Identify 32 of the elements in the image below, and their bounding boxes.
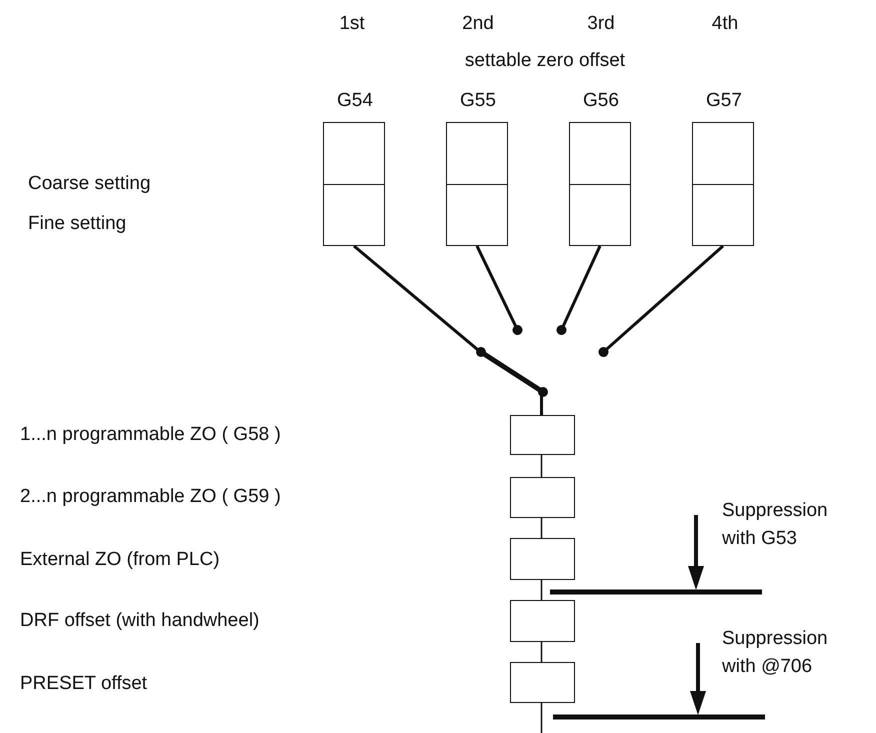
offset-label: External ZO (from PLC) [20, 548, 220, 571]
row-label: Coarse setting [28, 172, 151, 195]
switch-line [598, 244, 724, 357]
suppression-note: Suppression with @706 [722, 627, 829, 679]
connector-line [540, 518, 542, 538]
offset-box [510, 477, 575, 518]
offset-box [510, 415, 575, 455]
ordinal-label: 1st [339, 12, 365, 35]
ordinal-label: 4th [712, 12, 738, 35]
offset-label: 2...n programmable ZO ( G59 ) [20, 485, 281, 508]
offset-label: 1...n programmable ZO ( G58 ) [20, 423, 281, 446]
offset-box [510, 538, 575, 580]
offset-box [510, 600, 575, 642]
g-code-heading: G55 [459, 90, 497, 112]
connector-line [540, 580, 542, 600]
connector-line [540, 703, 542, 733]
connector-line [540, 455, 542, 477]
offset-box [510, 662, 575, 703]
group-caption: settable zero offset [464, 49, 626, 72]
connector-line [540, 642, 542, 662]
suppression-note: Suppression with G53 [722, 499, 829, 551]
offset-label: DRF offset (with handwheel) [20, 609, 260, 632]
g-code-heading: G54 [336, 90, 374, 112]
switch-line [476, 245, 522, 335]
ordinal-label: 2nd [462, 12, 494, 35]
switch-line [353, 244, 543, 415]
row-label: Fine setting [28, 212, 126, 235]
g-code-heading: G57 [705, 90, 743, 112]
switch-line [556, 245, 602, 335]
g-code-heading: G56 [582, 90, 620, 112]
ordinal-label: 3rd [587, 12, 615, 35]
offset-label: PRESET offset [20, 672, 148, 695]
